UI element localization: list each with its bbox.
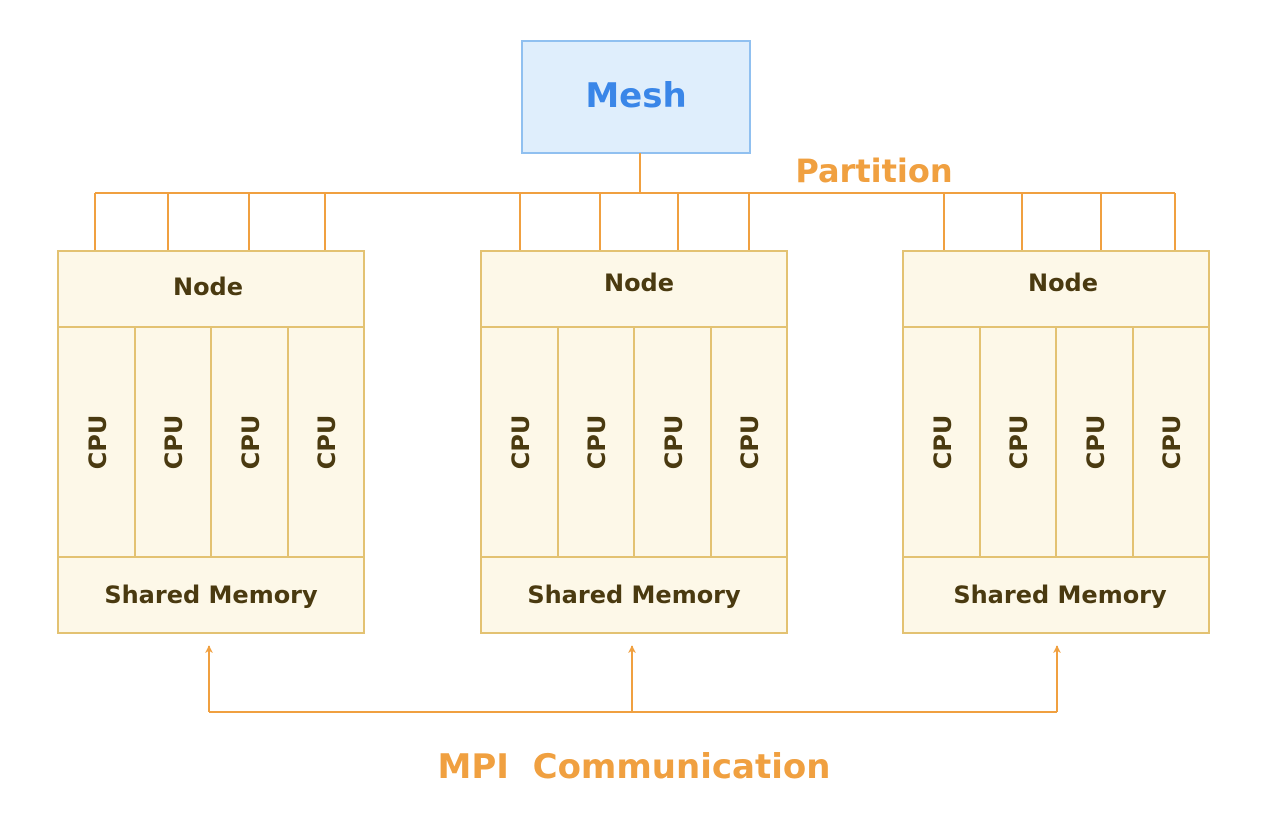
cpu-label: CPU xyxy=(583,415,611,470)
partition-label: Partition xyxy=(795,152,952,190)
shared-memory-label: Shared Memory xyxy=(953,581,1167,609)
cpu-label: CPU xyxy=(736,415,764,470)
nodes-group: Node CPU CPU CPU CPU Shared Memory Node … xyxy=(57,250,1210,634)
cpu-label: CPU xyxy=(313,415,341,470)
node-label: Node xyxy=(604,269,674,297)
cpu-label: CPU xyxy=(84,415,112,470)
node-label: Node xyxy=(173,273,243,301)
cpu-label: CPU xyxy=(507,415,535,470)
shared-memory-label: Shared Memory xyxy=(104,581,318,609)
cpu-label: CPU xyxy=(237,415,265,470)
node-3: Node CPU CPU CPU CPU Shared Memory xyxy=(902,250,1210,634)
mesh-box: Mesh xyxy=(521,40,751,154)
cpu-label: CPU xyxy=(660,415,688,470)
cpu-label: CPU xyxy=(1158,415,1186,470)
cpu-label: CPU xyxy=(1082,415,1110,470)
node-1: Node CPU CPU CPU CPU Shared Memory xyxy=(57,250,365,634)
mesh-label: Mesh xyxy=(585,76,686,116)
mpi-communication-label: MPI Communication xyxy=(438,747,831,787)
cpu-label: CPU xyxy=(929,415,957,470)
shared-memory-label: Shared Memory xyxy=(527,581,741,609)
partition-connectors xyxy=(95,153,1175,194)
node-2: Node CPU CPU CPU CPU Shared Memory xyxy=(480,250,788,634)
node-label: Node xyxy=(1028,269,1098,297)
mpi-connectors xyxy=(205,645,1061,713)
cpu-label: CPU xyxy=(160,415,188,470)
cpu-label: CPU xyxy=(1005,415,1033,470)
